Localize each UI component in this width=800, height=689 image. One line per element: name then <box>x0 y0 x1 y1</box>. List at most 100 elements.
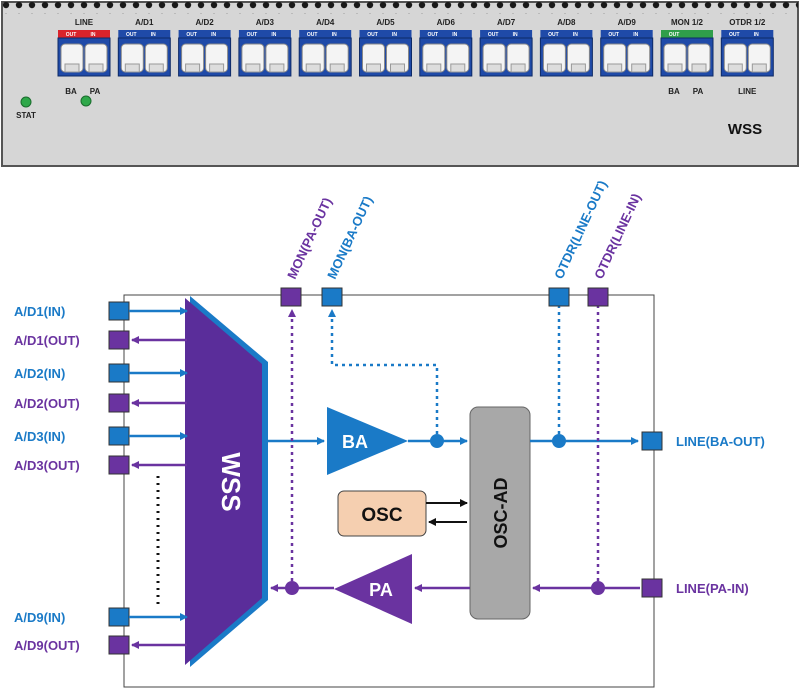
wss-label: WSS <box>216 452 246 511</box>
svg-text:IN: IN <box>151 32 156 38</box>
wss-block-face <box>185 298 262 665</box>
left-port-label: A/D2(IN) <box>14 366 65 381</box>
svg-text:IN: IN <box>332 32 337 38</box>
mon-ba-port <box>321 287 343 307</box>
mon-port-module-label: MON 1/2 <box>671 18 704 27</box>
ad-port-module-7-label: A/D7 <box>497 18 516 27</box>
left-port-label: A/D3(IN) <box>14 429 65 444</box>
svg-text:OUT: OUT <box>247 32 258 38</box>
ad-port-module-6-label: A/D6 <box>437 18 456 27</box>
ad-port-module-3-label: A/D3 <box>256 18 275 27</box>
line-ba-sublabel: BA <box>65 87 77 96</box>
otdr-out-node <box>552 434 566 448</box>
left-port-2: A/D1(OUT) <box>14 330 187 350</box>
line-pa-in-port <box>641 578 663 598</box>
svg-text:OUT: OUT <box>729 32 740 38</box>
osc-ad-label: OSC-AD <box>491 478 511 549</box>
svg-text:OUT: OUT <box>669 32 680 38</box>
svg-text:IN: IN <box>91 32 96 38</box>
ad-port-module-4-tag <box>299 30 352 38</box>
left-port-column: A/D1(IN)A/D1(OUT)A/D2(IN)A/D2(OUT)A/D3(I… <box>14 301 188 655</box>
ad-port-module-5-label: A/D5 <box>376 18 395 27</box>
line-pa-sublabel: PA <box>90 87 101 96</box>
ad-port-module-1-tag <box>118 30 171 38</box>
otdr-line-sublabel: LINE <box>738 87 757 96</box>
ad-port-module-8-tag <box>540 30 593 38</box>
svg-text:OUT: OUT <box>186 32 197 38</box>
mon-port-module-tag <box>661 30 713 38</box>
otdr-port-module-label: OTDR 1/2 <box>729 18 766 27</box>
svg-text:IN: IN <box>573 32 578 38</box>
ad-port-module-3-tag <box>238 30 291 38</box>
svg-text:IN: IN <box>633 32 638 38</box>
left-port-box <box>108 393 130 413</box>
left-port-7: A/D9(IN) <box>14 607 188 627</box>
ad-port-module-9-tag <box>600 30 653 38</box>
ad-port-module-2-label: A/D2 <box>195 18 214 27</box>
left-port-label: A/D9(OUT) <box>14 638 80 653</box>
line-port-module-label: LINE <box>75 18 94 27</box>
mon-ba-sublabel: BA <box>668 87 680 96</box>
ad-port-module-2-tag <box>178 30 231 38</box>
ad-port-module-8-label: A/D8 <box>557 18 576 27</box>
otdr-port-module-tag <box>721 30 774 38</box>
ad-port-module-7-tag <box>480 30 533 38</box>
pa-tap-node <box>285 581 299 595</box>
ad-port-module-5-tag <box>359 30 412 38</box>
svg-text:IN: IN <box>513 32 518 38</box>
pa-amplifier <box>334 554 412 624</box>
left-port-box <box>108 363 130 383</box>
left-port-box <box>108 635 130 655</box>
ba-label: BA <box>342 432 368 452</box>
svg-text:OUT: OUT <box>66 32 77 38</box>
osc-block <box>337 490 427 537</box>
left-port-box <box>108 301 130 321</box>
left-port-box <box>108 330 130 350</box>
svg-text:OUT: OUT <box>488 32 499 38</box>
line-port-module: LINE OUT IN <box>57 18 111 77</box>
svg-text:IN: IN <box>452 32 457 38</box>
left-port-6: A/D3(OUT) <box>14 455 187 475</box>
line-led <box>80 95 92 107</box>
mon-ba-tap-line <box>328 309 439 434</box>
left-port-label: A/D9(IN) <box>14 610 65 625</box>
ba-amplifier <box>327 407 408 475</box>
left-port-box <box>108 455 130 475</box>
stat-label: STAT <box>16 111 36 120</box>
otdr-out-port <box>548 287 570 307</box>
svg-text:OUT: OUT <box>428 32 439 38</box>
otdr-in-port <box>587 287 609 307</box>
line-port-module-tag <box>58 30 110 38</box>
left-port-box <box>108 426 130 446</box>
front-panel: WSS STAT <box>1 1 799 167</box>
left-port-label: A/D3(OUT) <box>14 458 80 473</box>
ad-port-module-4-label: A/D4 <box>316 18 335 27</box>
svg-text:IN: IN <box>211 32 216 38</box>
svg-text:IN: IN <box>392 32 397 38</box>
line-ba-out-port <box>641 431 663 451</box>
svg-text:IN: IN <box>754 32 759 38</box>
left-port-label: A/D1(OUT) <box>14 333 80 348</box>
line-pa-in-label: LINE(PA-IN) <box>676 581 749 596</box>
svg-text:OUT: OUT <box>307 32 318 38</box>
panel-title: WSS <box>728 121 762 138</box>
ad-port-module-1-label: A/D1 <box>135 18 154 27</box>
left-port-1: A/D1(IN) <box>14 301 188 321</box>
svg-text:OUT: OUT <box>367 32 378 38</box>
stat-led <box>20 96 32 108</box>
pa-label: PA <box>369 580 393 600</box>
left-port-5: A/D3(IN) <box>14 426 188 446</box>
svg-text:OUT: OUT <box>126 32 137 38</box>
left-port-box <box>108 607 130 627</box>
ba-tap-node <box>430 434 444 448</box>
